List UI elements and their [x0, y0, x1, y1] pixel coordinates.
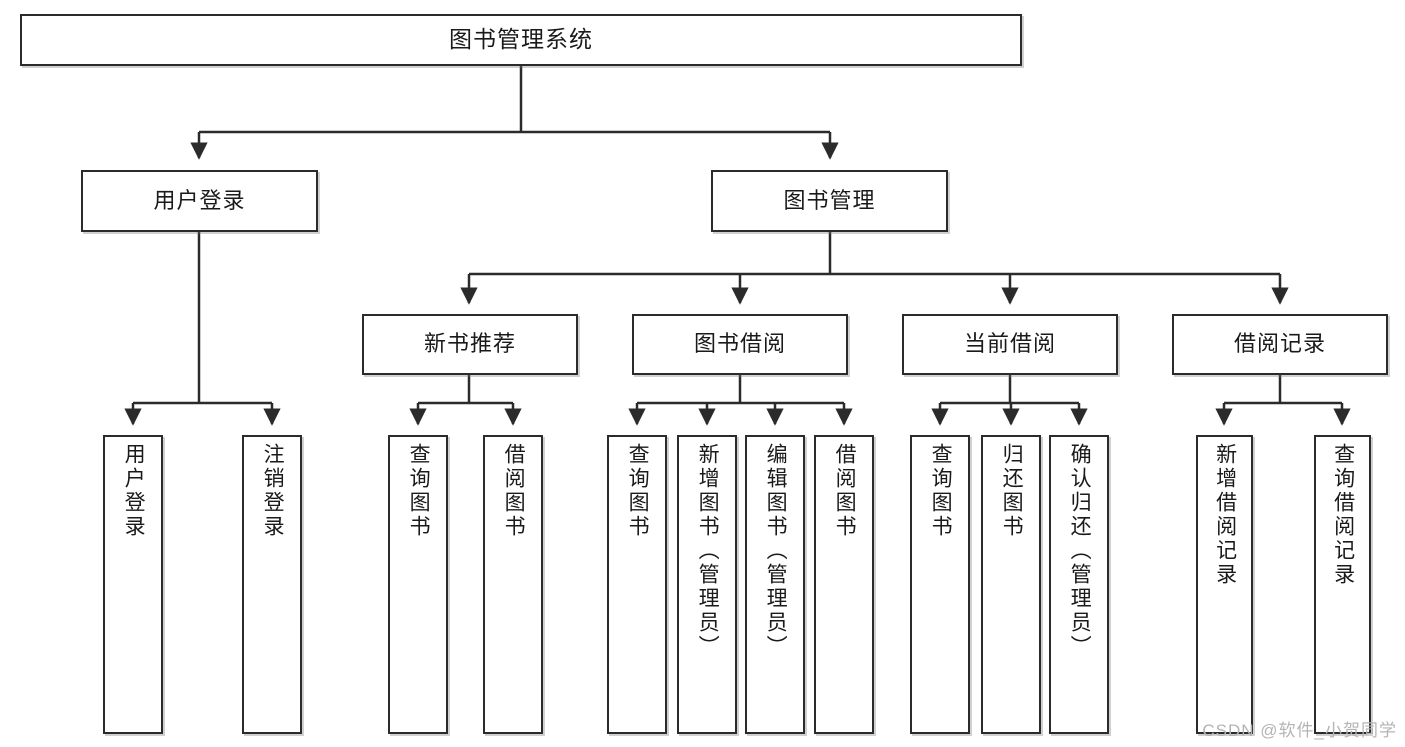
leaf-current-borrow-query-books[interactable]: 查询图书 — [910, 435, 970, 734]
leaf-borrow-records-add-record[interactable]: 新增借阅记录 — [1196, 435, 1253, 734]
leaf-label: 新增借阅记录 — [1213, 443, 1237, 587]
leaf-current-borrow-return-books[interactable]: 归还图书 — [981, 435, 1041, 734]
leaf-label: 用户登录 — [122, 443, 146, 539]
leaf-book-borrow-query-books[interactable]: 查询图书 — [607, 435, 667, 734]
leaf-user-login-logout[interactable]: 注销登录 — [242, 435, 302, 734]
node-borrow-records[interactable]: 借阅记录 — [1172, 314, 1388, 375]
node-book-borrow-label: 图书借阅 — [693, 331, 786, 357]
leaf-label: 借阅图书 — [833, 443, 857, 539]
node-new-book-recommend[interactable]: 新书推荐 — [362, 314, 578, 375]
leaf-label: 归还图书 — [1000, 443, 1024, 539]
leaf-book-borrow-edit-book-admin[interactable]: 编辑图书（管理员） — [745, 435, 805, 734]
node-current-borrow[interactable]: 当前借阅 — [902, 314, 1118, 375]
leaf-new-book-query-books[interactable]: 查询图书 — [388, 435, 448, 734]
watermark: CSDN @软件_小贺同学 — [1202, 721, 1397, 740]
leaf-book-borrow-add-book-admin[interactable]: 新增图书（管理员） — [677, 435, 737, 734]
leaf-label: 查询图书 — [929, 443, 953, 539]
node-user-login[interactable]: 用户登录 — [81, 170, 318, 232]
leaf-label: 确认归还（管理员） — [1068, 443, 1092, 659]
leaf-label: 查询图书 — [407, 443, 431, 539]
leaf-book-borrow-borrow-books[interactable]: 借阅图书 — [814, 435, 874, 734]
leaf-borrow-records-query-record[interactable]: 查询借阅记录 — [1314, 435, 1371, 734]
node-root-label: 图书管理系统 — [449, 26, 593, 53]
leaf-user-login-login[interactable]: 用户登录 — [103, 435, 163, 734]
node-new-book-recommend-label: 新书推荐 — [423, 331, 516, 357]
node-user-login-label: 用户登录 — [153, 187, 246, 213]
leaf-label: 新增图书（管理员） — [696, 443, 720, 659]
node-current-borrow-label: 当前借阅 — [963, 331, 1056, 357]
node-book-management-label: 图书管理 — [783, 187, 876, 213]
node-book-management[interactable]: 图书管理 — [711, 170, 948, 232]
leaf-label: 查询图书 — [626, 443, 650, 539]
leaf-current-borrow-confirm-return-admin[interactable]: 确认归还（管理员） — [1049, 435, 1109, 734]
leaf-label: 查询借阅记录 — [1331, 443, 1355, 587]
node-book-borrow[interactable]: 图书借阅 — [632, 314, 848, 375]
leaf-new-book-borrow-books[interactable]: 借阅图书 — [483, 435, 543, 734]
node-root[interactable]: 图书管理系统 — [20, 14, 1022, 66]
leaf-label: 编辑图书（管理员） — [764, 443, 788, 659]
leaf-label: 注销登录 — [261, 443, 285, 539]
node-borrow-records-label: 借阅记录 — [1233, 331, 1326, 357]
leaf-label: 借阅图书 — [502, 443, 526, 539]
